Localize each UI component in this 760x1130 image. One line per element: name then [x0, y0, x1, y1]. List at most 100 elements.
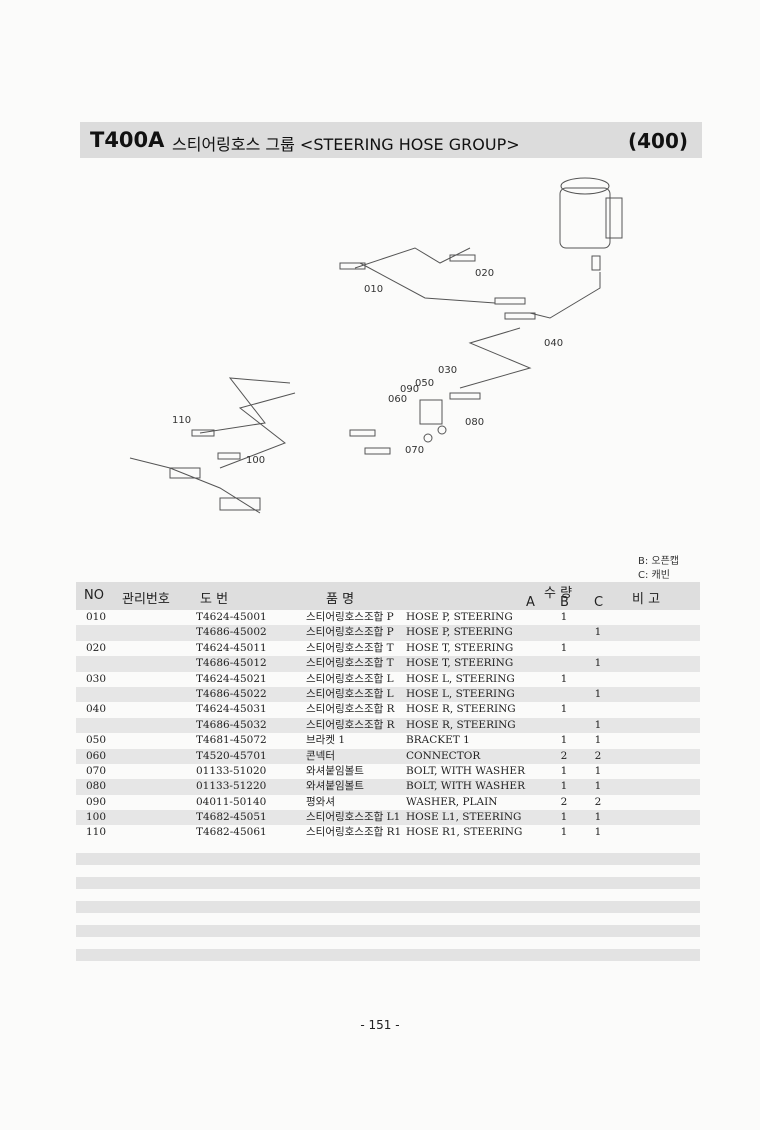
cell-part: T4686-45002 — [196, 626, 267, 639]
callout-030: 030 — [438, 365, 457, 376]
steering-cylinder — [169, 467, 201, 479]
header-b: B — [560, 595, 569, 610]
header-qty: 수 량 — [544, 586, 573, 601]
cell-no: 010 — [86, 611, 107, 623]
steering-unit-top — [560, 177, 610, 195]
page-number: - 151 - — [360, 1018, 400, 1032]
cell-b: 2 — [560, 749, 568, 762]
callout-060: 060 — [388, 394, 407, 405]
callout-100: 100 — [246, 455, 265, 466]
cell-b: 1 — [560, 826, 568, 839]
cell-ename: HOSE L, STEERING — [406, 672, 515, 685]
cell-no: 020 — [86, 641, 107, 654]
cell-no: 100 — [86, 811, 107, 824]
cell-part: T4624-45021 — [196, 672, 267, 685]
cell-part: 01133-51220 — [196, 780, 267, 793]
cell-no: 110 — [86, 826, 107, 839]
cell-kname: 스티어링호스조합 L — [306, 687, 394, 700]
hose-110 — [191, 429, 215, 437]
table-filler — [76, 924, 700, 937]
cell-ename: HOSE P, STEERING — [406, 626, 513, 639]
cell-part: T4686-45012 — [196, 657, 267, 670]
cell-c: 1 — [594, 626, 602, 639]
cell-b: 1 — [560, 703, 568, 716]
cell-ename: HOSE T, STEERING — [406, 641, 514, 654]
steering-hose-diagram: 010 020 030 040 050 060 070 080 090 100 … — [129, 177, 623, 514]
cell-c: 1 — [594, 764, 602, 777]
cell-ename: HOSE T, STEERING — [406, 657, 514, 670]
cell-part: T4681-45072 — [196, 734, 267, 747]
hose-060b — [364, 447, 391, 455]
cell-ename: BOLT, WITH WASHER — [406, 780, 525, 793]
steering-unit — [559, 187, 611, 249]
fitting-right — [591, 255, 601, 271]
cell-b: 1 — [560, 734, 568, 747]
cell-c: 1 — [594, 826, 602, 839]
header-a: A — [526, 595, 535, 610]
cell-ename: HOSE R, STEERING — [406, 703, 516, 716]
cell-kname: 스티어링호스조합 L1 — [306, 811, 401, 824]
cell-b: 1 — [560, 780, 568, 793]
cell-c: 1 — [594, 811, 602, 824]
header-remark: 비 고 — [632, 592, 661, 607]
hose-route-zig — [459, 327, 532, 389]
cell-part: T4686-45032 — [196, 718, 267, 731]
callout-070: 070 — [405, 445, 424, 456]
section-ref: (400) — [627, 129, 688, 153]
table-row: 080 01133-51220 와셔붙임볼트 BOLT, WITH WASHER 1 1 — [76, 779, 700, 795]
table-header: NO 관리번호 도 번 품 명 수 량 A B C 비 고 — [76, 582, 700, 610]
hose-020 — [449, 254, 476, 262]
title-band: T400A 스티어링호스 그룹 <STEERING HOSE GROUP> (4… — [80, 122, 702, 158]
cell-kname: 스티어링호스조합 L — [306, 672, 394, 685]
table-row: 040 T4624-45031 스티어링호스조합 R HOSE R, STEERING… — [76, 702, 700, 717]
cell-no: 080 — [86, 780, 107, 793]
cell-ename: HOSE R, STEERING — [406, 718, 516, 731]
cell-b: 2 — [560, 795, 568, 808]
section-code: T400A — [90, 128, 165, 152]
cell-part: T4520-45701 — [196, 749, 267, 762]
cell-part: T4624-45031 — [196, 703, 267, 716]
header-drawing: 도 번 — [200, 592, 229, 607]
callout-080: 080 — [465, 417, 484, 428]
cell-no: 040 — [86, 703, 107, 716]
cell-c: 2 — [594, 795, 602, 808]
cell-part: T4686-45022 — [196, 687, 267, 700]
table-body: 010 T4624-45001 스티어링호스조합 P HOSE P, STEERING… — [76, 610, 700, 841]
cell-kname: 와셔붙임볼트 — [306, 780, 364, 793]
cell-part: T4682-45051 — [196, 811, 267, 824]
header-name: 품 명 — [326, 592, 355, 607]
cell-kname: 스티어링호스조합 R1 — [306, 826, 402, 839]
hose-route-left2 — [219, 392, 296, 469]
cell-part: T4624-45001 — [196, 611, 267, 623]
cell-part: T4682-45061 — [196, 826, 267, 839]
cell-kname: 스티어링호스조합 P — [306, 611, 394, 623]
cell-no: 060 — [86, 749, 107, 762]
table-filler — [76, 948, 700, 961]
cell-b: 1 — [560, 764, 568, 777]
cell-kname: 브라켓 1 — [306, 734, 345, 747]
hose-030 — [449, 392, 481, 400]
cell-kname: 스티어링호스조합 P — [306, 626, 394, 639]
hose-route-020 — [354, 247, 471, 269]
legend-b: B: 오픈캡 — [638, 556, 680, 567]
cell-kname: 스티어링호스조합 T — [306, 657, 394, 670]
table-filler — [76, 876, 700, 889]
cell-no: 070 — [86, 764, 107, 777]
cell-ename: HOSE R1, STEERING — [406, 826, 523, 839]
callout-110: 110 — [172, 415, 191, 426]
cell-part: 01133-51020 — [196, 764, 267, 777]
hose-route-040b — [529, 272, 601, 319]
cell-no: 050 — [86, 734, 107, 747]
cell-kname: 스티어링호스조합 R — [306, 703, 395, 716]
cell-b: 1 — [560, 611, 568, 623]
cell-c: 2 — [594, 749, 602, 762]
cell-ename: BRACKET 1 — [406, 734, 470, 747]
cell-c: 1 — [594, 780, 602, 793]
